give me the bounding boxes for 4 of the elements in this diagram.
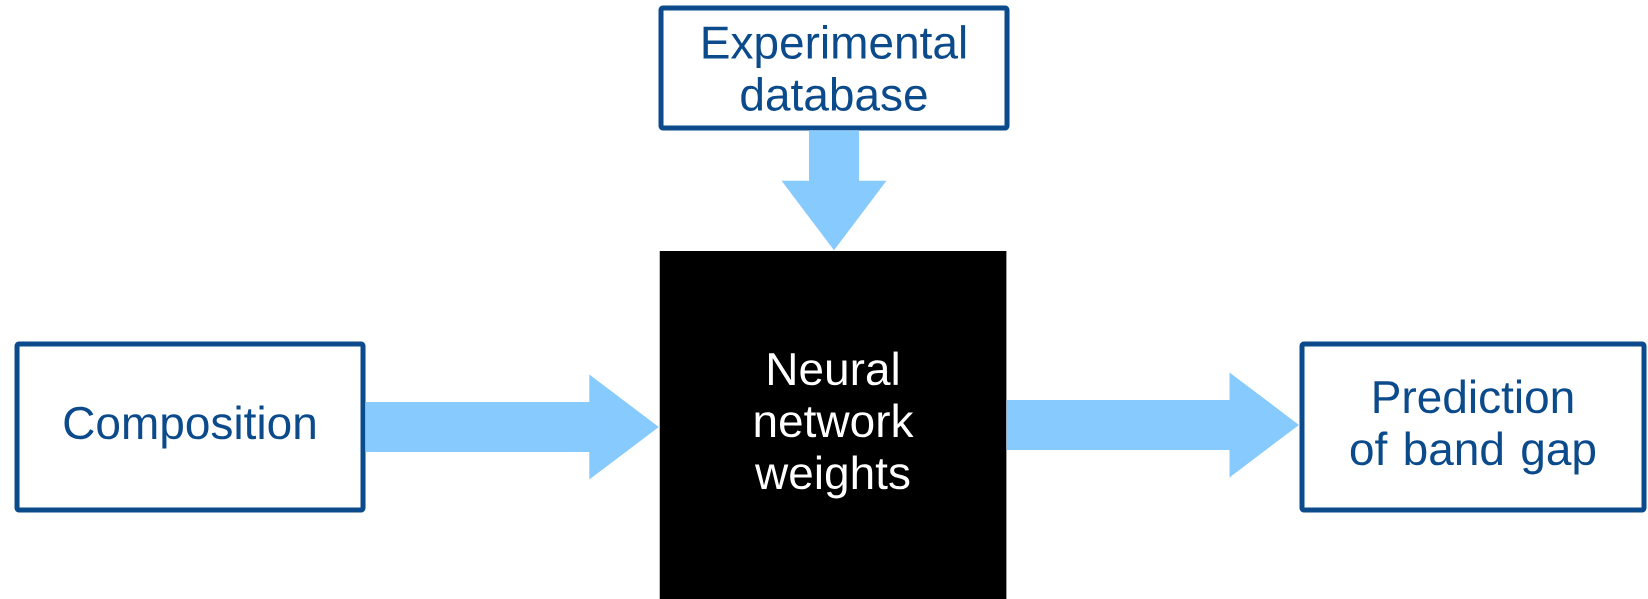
process-box: Composition	[14, 341, 366, 513]
process-box: Prediction of band gap	[1299, 341, 1647, 513]
process-box: Experimental database	[658, 5, 1010, 131]
network-box: Neural network weights	[659, 251, 1007, 599]
